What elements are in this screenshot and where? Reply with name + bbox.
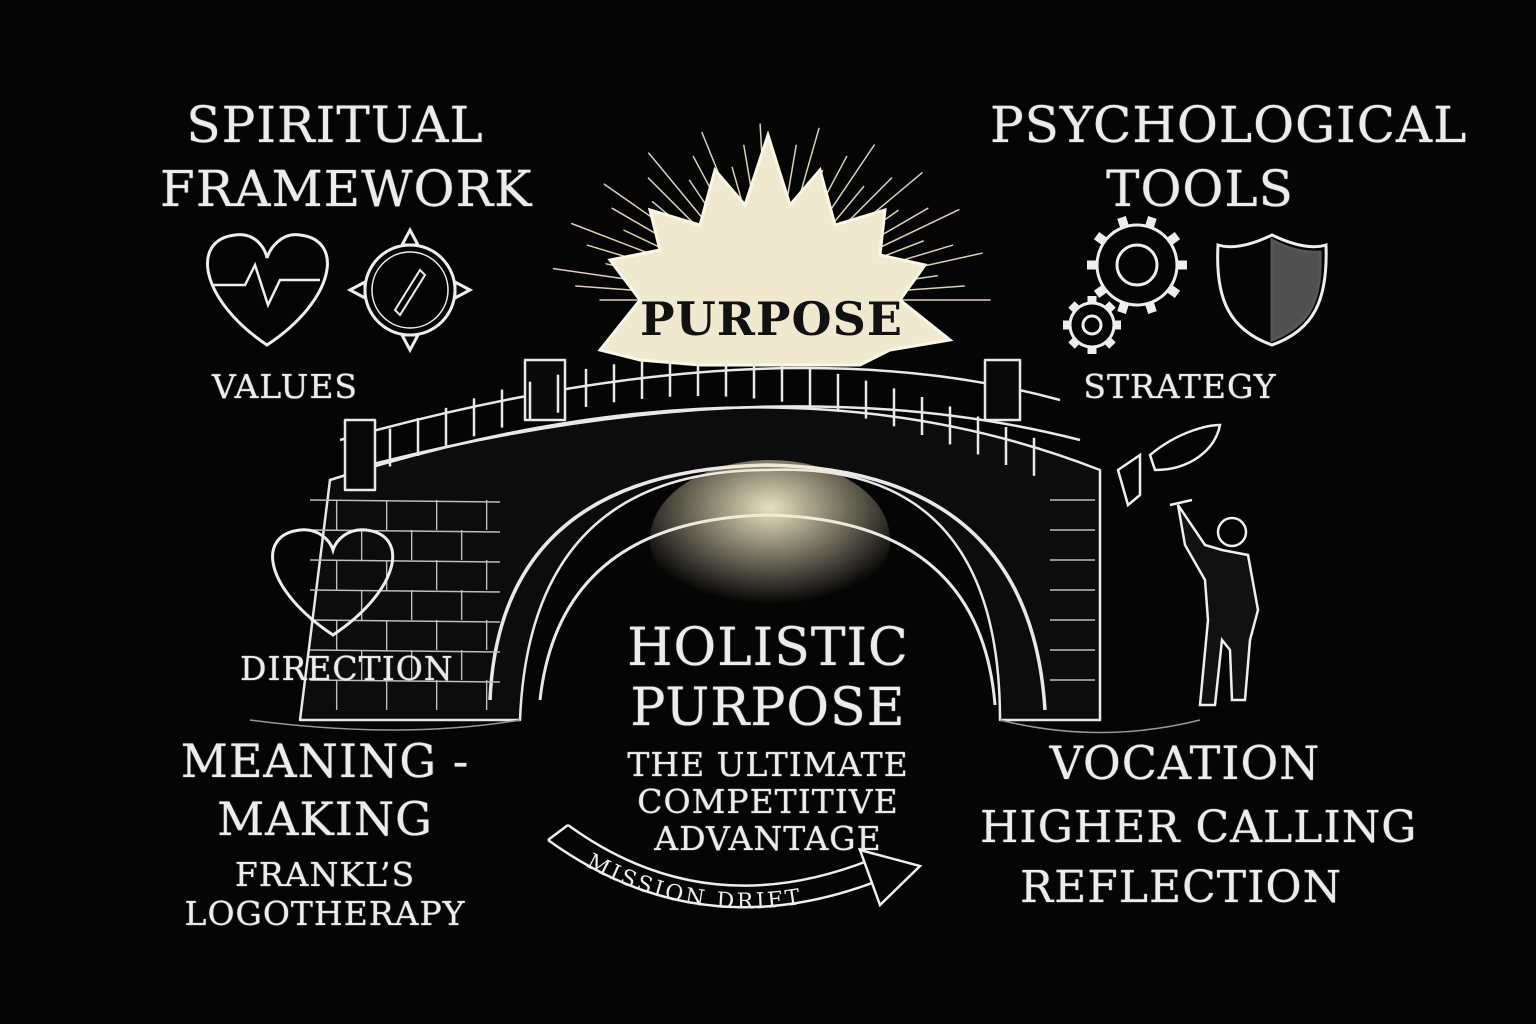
gear-tooth <box>1097 236 1105 242</box>
meaning-making-label: MEANING - MAKING <box>180 738 470 842</box>
gear-tooth <box>1169 236 1177 242</box>
frankl-logotherapy-label: FRANKL’S LOGOTHERAPY <box>180 858 470 930</box>
direction-label: DIRECTION <box>240 652 450 685</box>
meaning-line: MEANING - <box>180 738 470 784</box>
vocation-label: VOCATION <box>1040 740 1330 786</box>
header-line: FRAMEWORK <box>160 164 510 214</box>
gear-tooth <box>1097 289 1105 295</box>
holistic-purpose-title: HOLISTIC PURPOSE <box>618 622 918 734</box>
values-label: VALUES <box>190 370 380 403</box>
subtitle-line: COMPETITIVE <box>618 785 918 818</box>
gear-tooth <box>1108 341 1113 346</box>
compass-icon <box>350 230 470 350</box>
railing-post <box>985 360 1020 420</box>
heartbeat-heart-icon <box>208 235 328 345</box>
header-line: SPIRITUAL <box>160 100 510 150</box>
higher-calling-label: HIGHER CALLING <box>980 806 1360 850</box>
frankl-line: FRANKL’S <box>180 858 470 891</box>
gear-tooth <box>1108 304 1113 309</box>
title-line: HOLISTIC <box>618 622 918 674</box>
subtitle-line: THE ULTIMATE <box>618 748 918 781</box>
purpose-label: PURPOSE <box>640 296 900 342</box>
gear-tooth <box>1169 289 1177 295</box>
gear-tooth <box>1149 303 1152 313</box>
frankl-line: LOGOTHERAPY <box>180 897 470 930</box>
gear-tooth <box>1149 217 1152 227</box>
person-releasing-leaves-icon <box>1118 425 1258 705</box>
title-line: PURPOSE <box>618 682 918 734</box>
railing-post <box>345 420 375 490</box>
competitive-advantage-subtitle: THE ULTIMATE COMPETITIVE ADVANTAGE <box>618 748 918 855</box>
psychological-tools-header: PSYCHOLOGICAL TOOLS <box>990 100 1410 214</box>
subtitle-line: ADVANTAGE <box>618 822 918 855</box>
meaning-line: MAKING <box>180 796 470 842</box>
spiritual-framework-header: SPIRITUAL FRAMEWORK <box>160 100 510 214</box>
gear-tooth <box>1071 304 1076 309</box>
strategy-label: STRATEGY <box>1080 370 1280 403</box>
gear-tooth <box>1122 217 1125 227</box>
shield-icon <box>1218 235 1327 345</box>
gear-tooth <box>1122 303 1125 313</box>
gears-icon <box>1063 217 1187 354</box>
reflection-label: REFLECTION <box>1020 866 1320 910</box>
header-line: PSYCHOLOGICAL <box>990 100 1410 150</box>
header-line: TOOLS <box>990 164 1410 214</box>
gear-tooth <box>1071 341 1076 346</box>
